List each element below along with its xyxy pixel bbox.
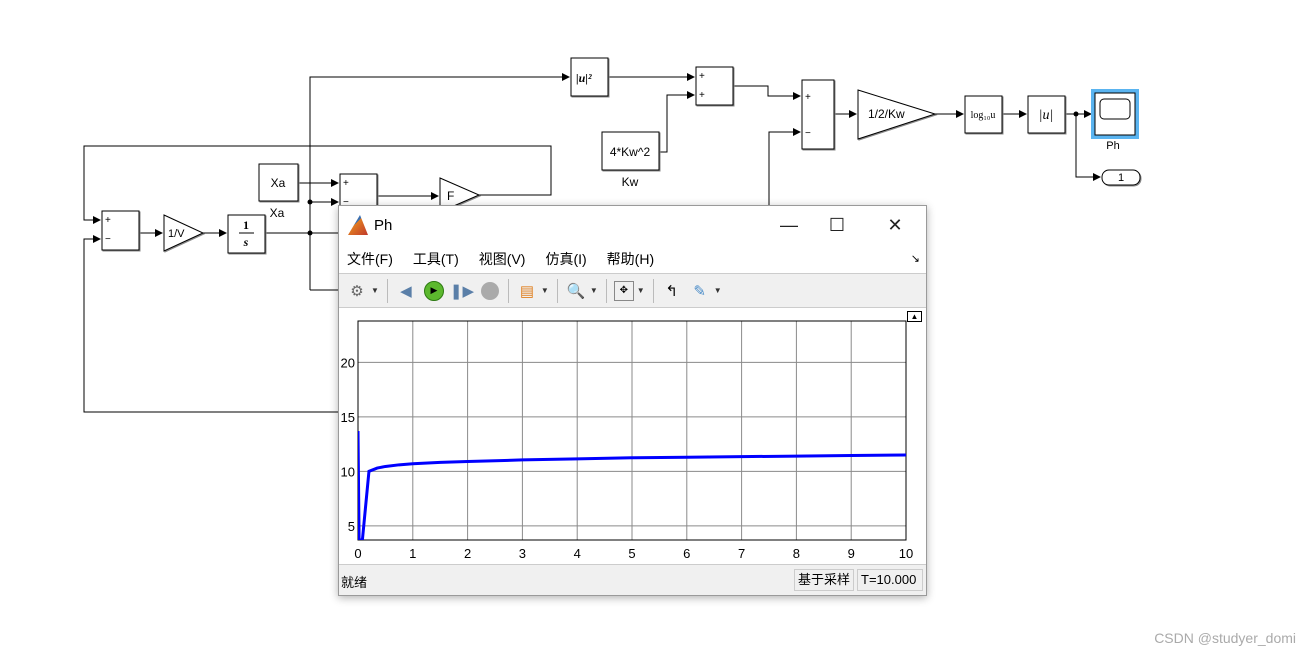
abs-label: |u| xyxy=(1039,108,1054,123)
run-icon[interactable]: ▶ xyxy=(423,280,445,302)
abs-block[interactable] xyxy=(1027,95,1066,134)
const-label: 4*Kw^2 xyxy=(610,145,651,159)
matlab-logo-icon xyxy=(348,215,368,235)
step-back-icon[interactable]: ◀ xyxy=(400,282,412,300)
step-forward-icon[interactable]: ❚▶ xyxy=(449,282,474,300)
sum-block-left[interactable] xyxy=(101,210,140,251)
port-sign: − xyxy=(805,128,811,139)
xa-constant-block[interactable] xyxy=(258,163,299,202)
series-line-ph xyxy=(358,431,906,540)
integrator-num: 1 xyxy=(243,218,249,232)
y-tick-label: 20 xyxy=(341,355,355,370)
status-ready: 就绪 xyxy=(341,575,368,590)
x-tick-label: 10 xyxy=(899,546,913,561)
abs-squared-block[interactable] xyxy=(570,57,609,97)
signal-select-icon[interactable]: ▤ xyxy=(519,282,535,300)
plot-area: ▲ 0 1 2 3 4 5 6 7 8 9 10 5 10 15 20 xyxy=(339,308,926,566)
x-tick-label: 9 xyxy=(848,546,855,561)
x-tick-label: 6 xyxy=(683,546,690,561)
chevron-down-icon[interactable]: ▼ xyxy=(540,286,549,295)
port-sign: + xyxy=(343,178,349,189)
outport-1[interactable] xyxy=(1101,169,1141,186)
menu-file[interactable]: 文件(F) xyxy=(347,250,393,267)
fit-to-view-icon[interactable]: ✥ xyxy=(613,280,634,301)
gain-half-kw-block[interactable] xyxy=(857,89,937,140)
sum-block-1[interactable] xyxy=(695,66,734,106)
x-tick-label: 5 xyxy=(628,546,635,561)
stop-icon[interactable] xyxy=(479,280,501,302)
sum-block-2[interactable] xyxy=(801,79,835,150)
y-tick-label: 15 xyxy=(341,410,355,425)
chevron-down-icon[interactable]: ▼ xyxy=(636,286,645,295)
scope-screen-icon xyxy=(1099,98,1131,120)
minimize-button[interactable]: — xyxy=(780,214,798,235)
toolbar: ⚙▼ ◀ ▶ ❚▶ ▤▼ 🔍▼ ✥▼ ↰ ✎▼ xyxy=(339,273,926,308)
log10-label: log₁₀u xyxy=(971,110,996,121)
gain-f-block[interactable] xyxy=(439,177,481,213)
const-caption: Kw xyxy=(622,175,639,189)
scope-window: Ph — ☐ ✕ 文件(F) 工具(T) 视图(V) 仿真(I) 帮助(H) ↘… xyxy=(338,205,927,596)
gain-f-label: F xyxy=(447,189,454,203)
status-sample-mode: 基于采样 xyxy=(794,569,855,591)
x-tick-label: 0 xyxy=(354,546,361,561)
trigger-icon[interactable]: ↰ xyxy=(665,282,678,300)
chevron-down-icon[interactable]: ▼ xyxy=(713,286,722,295)
menu-help[interactable]: 帮助(H) xyxy=(606,250,655,267)
gain-1v-label: 1/V xyxy=(168,228,185,240)
x-tick-label: 2 xyxy=(464,546,471,561)
x-tick-label: 1 xyxy=(409,546,416,561)
measure-icon[interactable]: ✎ xyxy=(693,282,706,300)
gain-label: 1/2/Kw xyxy=(868,107,905,121)
menu-bar: 文件(F) 工具(T) 视图(V) 仿真(I) 帮助(H) ↘ xyxy=(339,244,926,273)
port-sign: + xyxy=(105,215,111,226)
signal-lines xyxy=(83,73,1101,413)
window-title: Ph xyxy=(374,216,393,234)
constant-4kw2-block[interactable] xyxy=(601,131,660,171)
scope-chart: 0 1 2 3 4 5 6 7 8 9 10 5 10 15 20 xyxy=(341,320,913,561)
log10-block[interactable] xyxy=(964,95,1003,134)
port-sign: + xyxy=(699,90,705,101)
x-tick-label: 4 xyxy=(574,546,581,561)
scope-caption: Ph xyxy=(1106,140,1119,152)
maximize-button[interactable]: ☐ xyxy=(828,214,846,235)
port-sign: − xyxy=(343,197,349,208)
x-tick-label: 8 xyxy=(793,546,800,561)
menu-view[interactable]: 视图(V) xyxy=(478,250,526,267)
x-tick-label: 7 xyxy=(738,546,745,561)
chevron-down-icon[interactable]: ▼ xyxy=(371,286,379,295)
port-sign: − xyxy=(105,234,111,245)
y-tick-label: 10 xyxy=(341,464,355,479)
menu-tools[interactable]: 工具(T) xyxy=(412,250,459,267)
watermark: CSDN @studyer_domi xyxy=(1154,630,1296,646)
undock-icon[interactable]: ↘ xyxy=(910,253,920,265)
x-tick-label: 3 xyxy=(519,546,526,561)
title-bar[interactable]: Ph — ☐ ✕ xyxy=(339,206,926,244)
xa-caption: Xa xyxy=(270,206,285,220)
integrator-block[interactable] xyxy=(227,214,266,254)
close-button[interactable]: ✕ xyxy=(887,214,903,235)
gain-1v-block[interactable] xyxy=(163,214,205,252)
menu-simulation[interactable]: 仿真(I) xyxy=(545,250,587,267)
chevron-down-icon[interactable]: ▼ xyxy=(589,286,598,295)
status-time: T=10.000 xyxy=(857,569,923,591)
port-sign: + xyxy=(699,71,705,82)
integrator-den: s xyxy=(243,235,249,249)
port-sign: + xyxy=(805,92,811,103)
status-bar: 就绪 基于采样 T=10.000 xyxy=(339,564,926,595)
axes-box xyxy=(357,320,907,541)
abs-sq-label: |u|² xyxy=(576,71,592,85)
zoom-in-icon[interactable]: 🔍 xyxy=(566,282,586,300)
outport-label: 1 xyxy=(1118,172,1124,184)
xa-label: Xa xyxy=(271,176,286,190)
y-tick-label: 5 xyxy=(348,519,355,534)
axes-expand-icon[interactable]: ▲ xyxy=(907,311,922,322)
gear-icon[interactable]: ⚙ xyxy=(350,282,364,300)
